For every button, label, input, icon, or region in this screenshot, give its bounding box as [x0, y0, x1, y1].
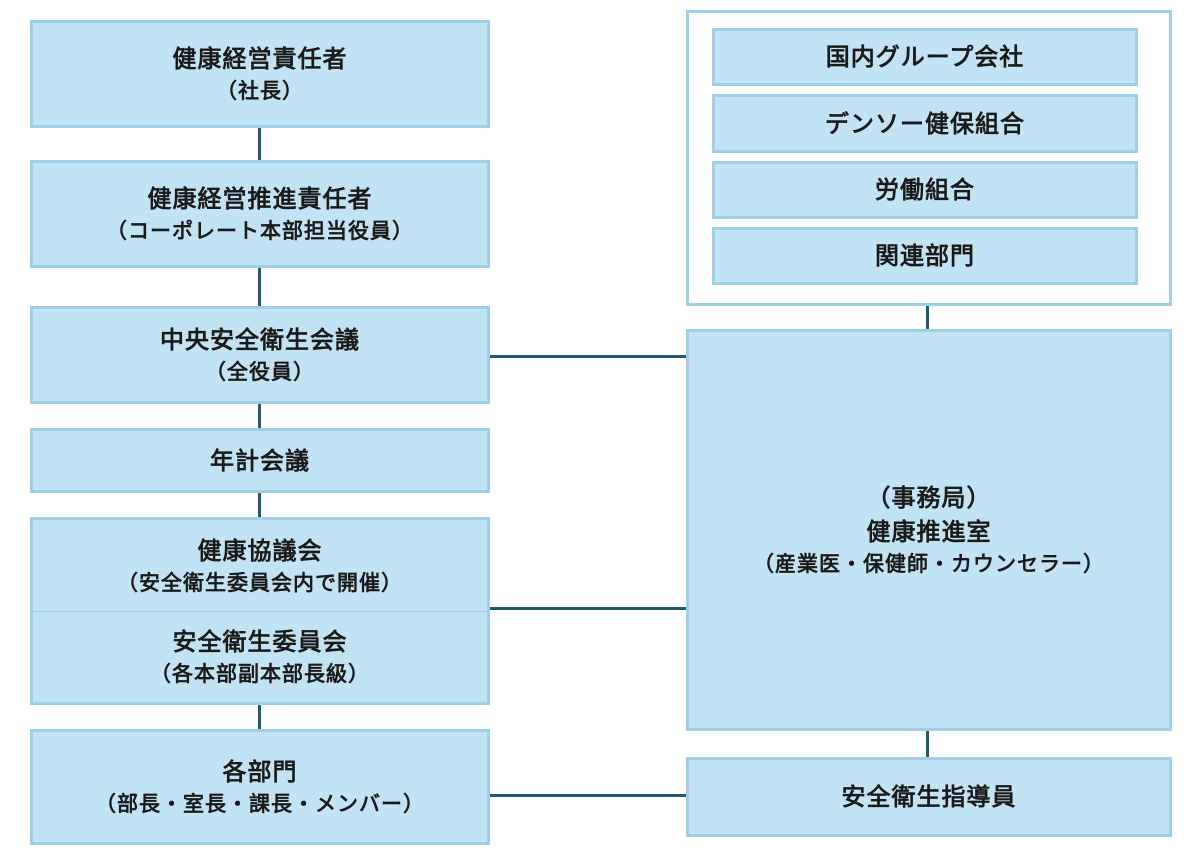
annual-meeting-title: 年計会議 — [210, 446, 310, 475]
office-title: 健康推進室 — [866, 518, 992, 546]
partner-group-companies: 国内グループ会社 — [712, 28, 1138, 86]
departments-box: 各部門 （部長・室長・課長・メンバー） — [30, 729, 490, 845]
health-council-title: 健康協議会 — [197, 536, 323, 565]
central-committee-title: 中央安全衛生会議 — [160, 326, 360, 354]
office-label: （事務局） — [866, 484, 992, 512]
health-council-box: 健康協議会 （安全衛生委員会内で開催） — [30, 517, 490, 612]
partner-label: 労働組合 — [875, 176, 975, 204]
connector-line — [926, 306, 929, 331]
safety-instructor-title: 安全衛生指導員 — [841, 783, 1017, 811]
departments-title: 各部門 — [222, 758, 298, 786]
partner-label: デンソー健保組合 — [825, 109, 1025, 138]
office-sub: （産業医・保健師・カウンセラー） — [753, 552, 1105, 576]
health-manager-box: 健康経営責任者 （社長） — [30, 20, 490, 128]
promotion-manager-box: 健康経営推進責任者 （コーポレート本部担当役員） — [30, 160, 490, 268]
health-manager-title: 健康経営責任者 — [172, 45, 348, 73]
safety-committee-box: 安全衛生委員会 （各本部副本部長級） — [30, 611, 490, 705]
connector-line — [490, 607, 688, 610]
safety-committee-sub: （各本部副本部長級） — [150, 662, 370, 686]
connector-line — [490, 794, 688, 797]
safety-instructor-box: 安全衛生指導員 — [686, 757, 1172, 837]
partner-labor-union: 労働組合 — [712, 161, 1138, 219]
connector-line — [258, 268, 261, 306]
connector-line — [490, 355, 688, 358]
health-council-sub: （安全衛生委員会内で開催） — [117, 570, 403, 595]
promotion-manager-sub: （コーポレート本部担当役員） — [106, 219, 414, 243]
partner-label: 関連部門 — [875, 242, 975, 270]
connector-line — [926, 730, 929, 757]
central-committee-sub: （全役員） — [205, 360, 315, 384]
annual-meeting-box: 年計会議 — [30, 428, 490, 493]
partner-label: 国内グループ会社 — [825, 43, 1025, 71]
central-committee-box: 中央安全衛生会議 （全役員） — [30, 306, 490, 404]
safety-committee-title: 安全衛生委員会 — [172, 628, 348, 656]
partner-related-departments: 関連部門 — [712, 227, 1138, 285]
connector-line — [258, 493, 261, 517]
health-manager-sub: （社長） — [216, 79, 304, 103]
departments-sub: （部長・室長・課長・メンバー） — [95, 792, 425, 816]
connector-line — [258, 705, 261, 729]
connector-line — [258, 128, 261, 160]
connector-line — [258, 404, 261, 428]
promotion-manager-title: 健康経営推進責任者 — [147, 185, 373, 213]
health-promotion-office-box: （事務局） 健康推進室 （産業医・保健師・カウンセラー） — [686, 329, 1172, 731]
partner-health-insurance: デンソー健保組合 — [712, 94, 1138, 153]
